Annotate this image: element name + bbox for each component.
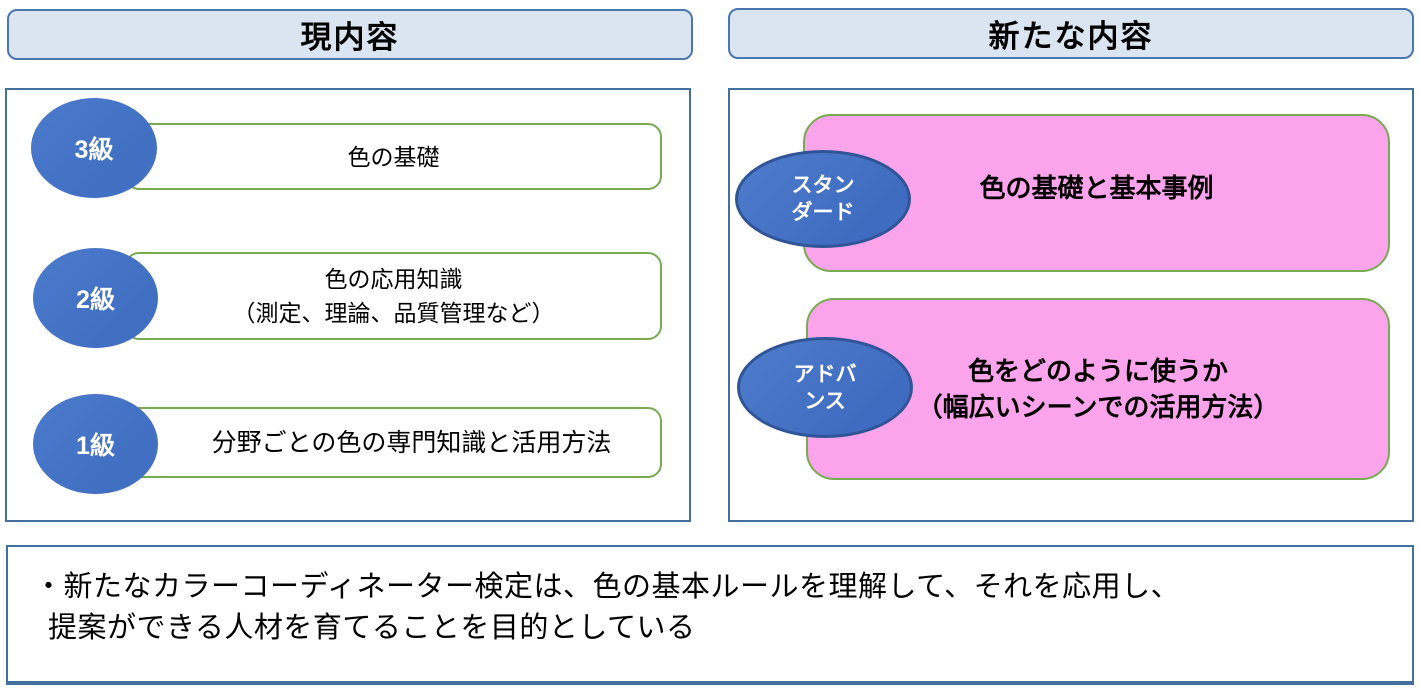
standard-badge-line: ダード: [791, 201, 855, 224]
grade-2-badge: 2級: [33, 248, 158, 348]
grade-3-topic-line: 色の基礎: [347, 143, 440, 170]
grade-1-badge: 1級: [33, 394, 158, 494]
grade-3-badge: 3級: [31, 98, 157, 198]
grade-3-badge-label: 3級: [74, 136, 114, 164]
grade-2-topic-box: 色の応用知識 （測定、理論、品質管理など）: [125, 252, 662, 340]
advance-badge-line: アドバ: [793, 362, 857, 386]
new-content-header-label: 新たな内容: [988, 19, 1154, 54]
summary-line: 提案ができる人材を育てることを目的としている: [48, 612, 696, 644]
grade-3-topic-box: 色の基礎: [125, 123, 662, 190]
advance-topic-line: （幅広いシーンでの活用方法）: [916, 392, 1280, 422]
standard-topic-line: 色の基礎と基本事例: [979, 173, 1214, 203]
grade-1-topic-box: 分野ごとの色の専門知識と活用方法: [125, 407, 662, 478]
grade-2-badge-label: 2級: [76, 286, 115, 314]
grade-1-badge-label: 1級: [76, 432, 115, 460]
summary-note: ・新たなカラーコーディネーター検定は、色の基本ルールを理解して、それを応用し、 …: [6, 545, 1414, 685]
advance-badge-line: ンス: [804, 389, 846, 413]
standard-badge: スタン ダード: [735, 150, 911, 248]
current-content-header: 現内容: [7, 9, 693, 60]
advance-badge: アドバ ンス: [737, 337, 913, 438]
grade-2-topic-line: （測定、理論、品質管理など）: [232, 300, 555, 326]
current-content-header-label: 現内容: [300, 20, 400, 55]
summary-line: ・新たなカラーコーディネーター検定は、色の基本ルールを理解して、それを応用し、: [34, 571, 1181, 603]
grade-2-topic-line: 色の応用知識: [324, 266, 463, 292]
grade-1-topic-line: 分野ごとの色の専門知識と活用方法: [211, 428, 612, 457]
new-content-header: 新たな内容: [728, 8, 1414, 59]
advance-topic-line: 色をどのように使うか: [967, 356, 1228, 386]
standard-badge-line: スタン: [791, 174, 855, 197]
